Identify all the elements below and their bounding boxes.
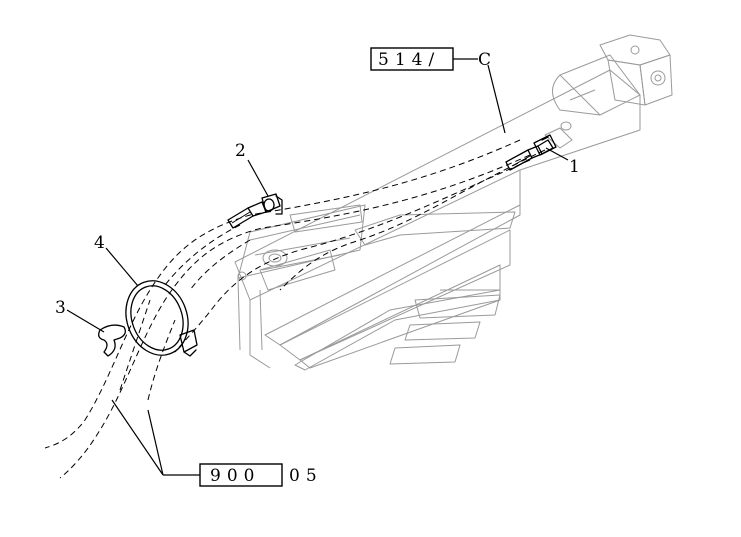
reference-top-suffix: C [478, 50, 492, 70]
callout-2: 2 [235, 141, 269, 197]
chassis-outline [234, 69, 641, 371]
callout-4-label: 4 [94, 233, 106, 253]
callout-4: 4 [94, 233, 139, 287]
reference-bottom-boxed-text: 900 [210, 466, 260, 486]
reference-bottom-suffix: 05 [289, 466, 323, 486]
callout-1-label: 1 [569, 157, 581, 177]
callout-2-label: 2 [235, 141, 247, 161]
callout-3-label: 3 [55, 298, 67, 318]
elbow-fitting-part-2 [227, 193, 283, 229]
reference-top: 514/ C [370, 47, 506, 134]
clip-part-3 [98, 324, 126, 357]
reference-top-boxed-text: 514/ [378, 50, 440, 70]
hydraulic-cylinder [544, 34, 673, 149]
hydraulic-hoses [44, 139, 546, 479]
reference-bottom: 900 05 [111, 399, 323, 487]
callout-3: 3 [55, 298, 105, 333]
hose-clamp-part-4 [125, 280, 198, 357]
callout-1: 1 [545, 147, 581, 177]
fitting-part-1 [505, 134, 557, 171]
